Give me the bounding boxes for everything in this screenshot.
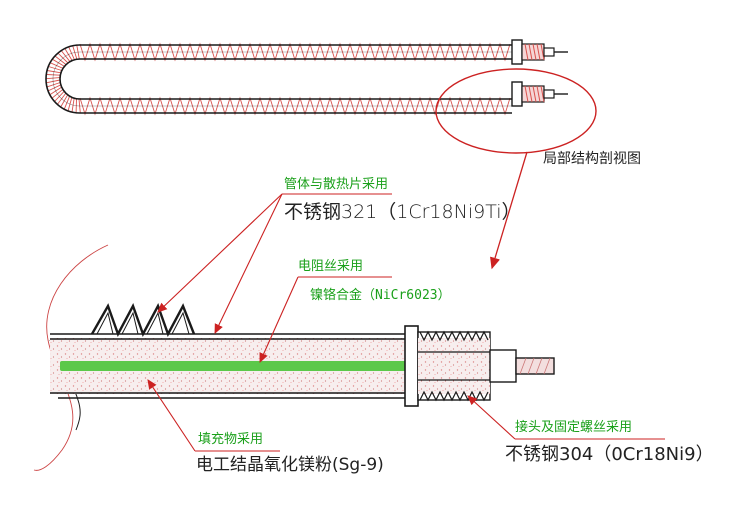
cross-section (33, 244, 555, 471)
leader-tube-wall (214, 193, 283, 334)
fin-zigzag-bend (45, 45, 81, 114)
filler-material: 电工结晶氧化镁粉(Sg-9) (196, 455, 384, 475)
leader-terminal (467, 395, 516, 440)
leader-fin (157, 193, 283, 313)
resistance-wire (60, 361, 440, 371)
filler-title: 填充物采用 (198, 432, 264, 447)
fin-zigzag-bottom (79, 96, 511, 116)
fins-detail (90, 303, 196, 337)
wire-material: 镍铬合金（NiCr6023） (310, 288, 451, 303)
tube-centerline (52, 51, 512, 107)
terminal-bottom (511, 81, 568, 107)
fin-zigzag-top (79, 42, 511, 62)
leader-lines (147, 193, 665, 452)
tube-fin-title: 管体与散热片采用 (284, 177, 389, 192)
terminal-rod (515, 357, 555, 375)
leader-wire (259, 276, 299, 364)
detail-ellipse (435, 68, 597, 154)
nut (489, 349, 517, 383)
u-heater (45, 39, 568, 116)
leader-filler (147, 379, 196, 452)
terminal-material: 不锈钢304（0Cr18Ni9） (505, 444, 714, 465)
terminal-top (511, 39, 568, 65)
tube-outline-outer (45, 44, 512, 114)
tube-outline-inner (59, 58, 512, 100)
fins-detail-inner (96, 311, 190, 335)
detail-arrow (490, 151, 528, 270)
terminal-title: 接头及固定螺丝采用 (515, 420, 633, 435)
threaded-fitting (417, 330, 491, 402)
tube-fin-material: 不锈钢321（1Cr18Ni9Ti） (284, 201, 521, 223)
wire-title: 电阻丝采用 (298, 259, 364, 274)
flange (404, 325, 419, 407)
detail-view-label: 局部结构剖视图 (543, 151, 641, 167)
